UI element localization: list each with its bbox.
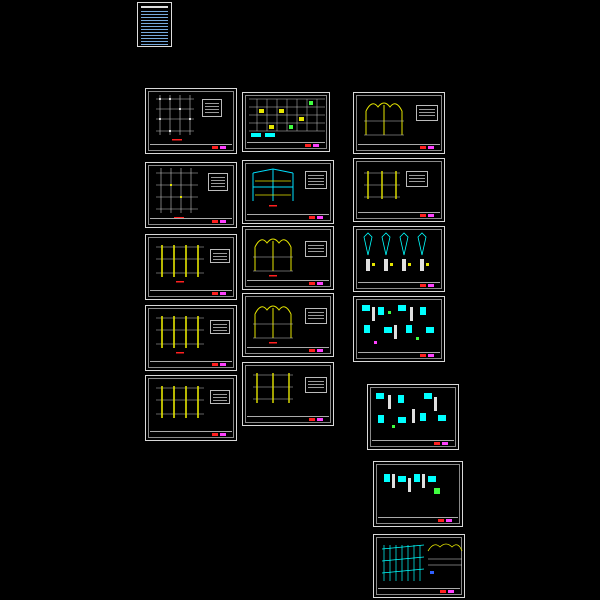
title-block bbox=[247, 214, 329, 220]
sheet-inner-frame bbox=[245, 163, 331, 221]
sheet-inner-frame bbox=[245, 296, 331, 354]
sheet-col3-5[interactable] bbox=[367, 384, 459, 450]
index-row[interactable] bbox=[141, 23, 168, 24]
sheet-col3-1[interactable] bbox=[353, 92, 445, 154]
sheet-col1-3[interactable] bbox=[145, 234, 237, 300]
title-block bbox=[150, 144, 232, 150]
general-notes-box bbox=[210, 390, 230, 404]
title-block bbox=[247, 280, 329, 286]
title-block bbox=[358, 144, 440, 150]
title-block bbox=[358, 212, 440, 218]
index-row[interactable] bbox=[141, 29, 168, 30]
sheet-inner-frame bbox=[148, 308, 234, 368]
title-block bbox=[247, 347, 329, 353]
grid-plan-drawing bbox=[156, 316, 204, 354]
arch-frame-drawing bbox=[364, 102, 404, 136]
sheet-inner-frame bbox=[376, 537, 462, 595]
node-details-drawing bbox=[362, 305, 434, 344]
sheet-col2-2[interactable] bbox=[242, 160, 334, 224]
general-notes-box bbox=[416, 105, 438, 121]
index-row[interactable] bbox=[141, 26, 168, 27]
title-block bbox=[150, 218, 232, 224]
title-block bbox=[150, 431, 232, 437]
title-block bbox=[358, 282, 440, 288]
index-row[interactable] bbox=[141, 20, 168, 21]
sheet-col3-2[interactable] bbox=[353, 158, 445, 222]
title-block bbox=[150, 361, 232, 367]
general-notes-box bbox=[305, 377, 327, 393]
general-notes-box bbox=[210, 249, 230, 263]
sheet-col2-4[interactable] bbox=[242, 293, 334, 357]
grid-plan-drawing bbox=[156, 95, 194, 141]
general-notes-box bbox=[202, 99, 222, 117]
sheet-inner-frame bbox=[148, 91, 234, 151]
general-notes-box bbox=[305, 171, 327, 189]
index-row[interactable] bbox=[141, 14, 168, 15]
index-header-bar bbox=[141, 6, 168, 8]
node-details-drawing bbox=[376, 393, 446, 428]
sheet-col2-3[interactable] bbox=[242, 226, 334, 290]
frame-plan-drawing bbox=[252, 168, 294, 207]
index-row[interactable] bbox=[141, 35, 168, 36]
node-details-drawing bbox=[384, 474, 440, 494]
arch-frame-drawing bbox=[253, 238, 293, 277]
index-row[interactable] bbox=[141, 44, 168, 45]
drawing-index-table[interactable] bbox=[137, 2, 172, 47]
frame-plan-drawing bbox=[364, 171, 400, 199]
title-block bbox=[378, 588, 460, 594]
general-notes-box bbox=[305, 308, 327, 324]
index-row[interactable] bbox=[141, 41, 168, 42]
general-notes-box bbox=[305, 241, 327, 257]
sheet-inner-frame bbox=[356, 299, 442, 359]
sheet-inner-frame bbox=[245, 229, 331, 287]
sheet-col1-1[interactable] bbox=[145, 88, 237, 154]
arch-frame-drawing bbox=[253, 305, 293, 344]
grid-plan-drawing bbox=[156, 386, 204, 418]
sheet-inner-frame bbox=[245, 365, 331, 423]
title-block bbox=[372, 440, 454, 446]
index-row[interactable] bbox=[141, 17, 168, 18]
title-block bbox=[247, 142, 325, 148]
index-row[interactable] bbox=[141, 38, 168, 39]
sheet-col2-5[interactable] bbox=[242, 362, 334, 426]
title-block bbox=[358, 352, 440, 358]
sheet-col3-6[interactable] bbox=[373, 461, 463, 527]
sheet-inner-frame bbox=[245, 95, 327, 149]
sheet-inner-frame bbox=[148, 165, 234, 225]
sheet-inner-frame bbox=[376, 464, 460, 524]
general-notes-box bbox=[406, 171, 428, 187]
sheet-inner-frame bbox=[148, 378, 234, 438]
sheet-inner-frame bbox=[356, 95, 442, 151]
index-row[interactable] bbox=[141, 11, 168, 12]
sheet-col2-1[interactable] bbox=[242, 92, 330, 152]
sheet-col3-4[interactable] bbox=[353, 296, 445, 362]
title-block bbox=[150, 290, 232, 296]
grid-plan-drawing bbox=[156, 168, 198, 219]
sheet-col3-3[interactable] bbox=[353, 226, 445, 292]
sheet-inner-frame bbox=[356, 161, 442, 219]
sheet-col1-2[interactable] bbox=[145, 162, 237, 228]
general-notes-box bbox=[210, 320, 230, 334]
sheet-inner-frame bbox=[148, 237, 234, 297]
grid-plan-drawing bbox=[156, 245, 204, 283]
sheet-col1-5[interactable] bbox=[145, 375, 237, 441]
sheet-inner-frame bbox=[356, 229, 442, 289]
index-row[interactable] bbox=[141, 32, 168, 33]
sheet-inner-frame bbox=[370, 387, 456, 447]
frame-plan-drawing bbox=[253, 373, 293, 403]
title-block bbox=[247, 416, 329, 422]
title-block bbox=[378, 517, 458, 523]
sheet-col3-7[interactable] bbox=[373, 534, 465, 598]
column-details-drawing bbox=[363, 232, 429, 271]
sheet-col1-4[interactable] bbox=[145, 305, 237, 371]
general-notes-box bbox=[208, 173, 228, 191]
roof-section-drawing bbox=[381, 543, 463, 581]
schedule-table-drawing bbox=[249, 98, 325, 137]
